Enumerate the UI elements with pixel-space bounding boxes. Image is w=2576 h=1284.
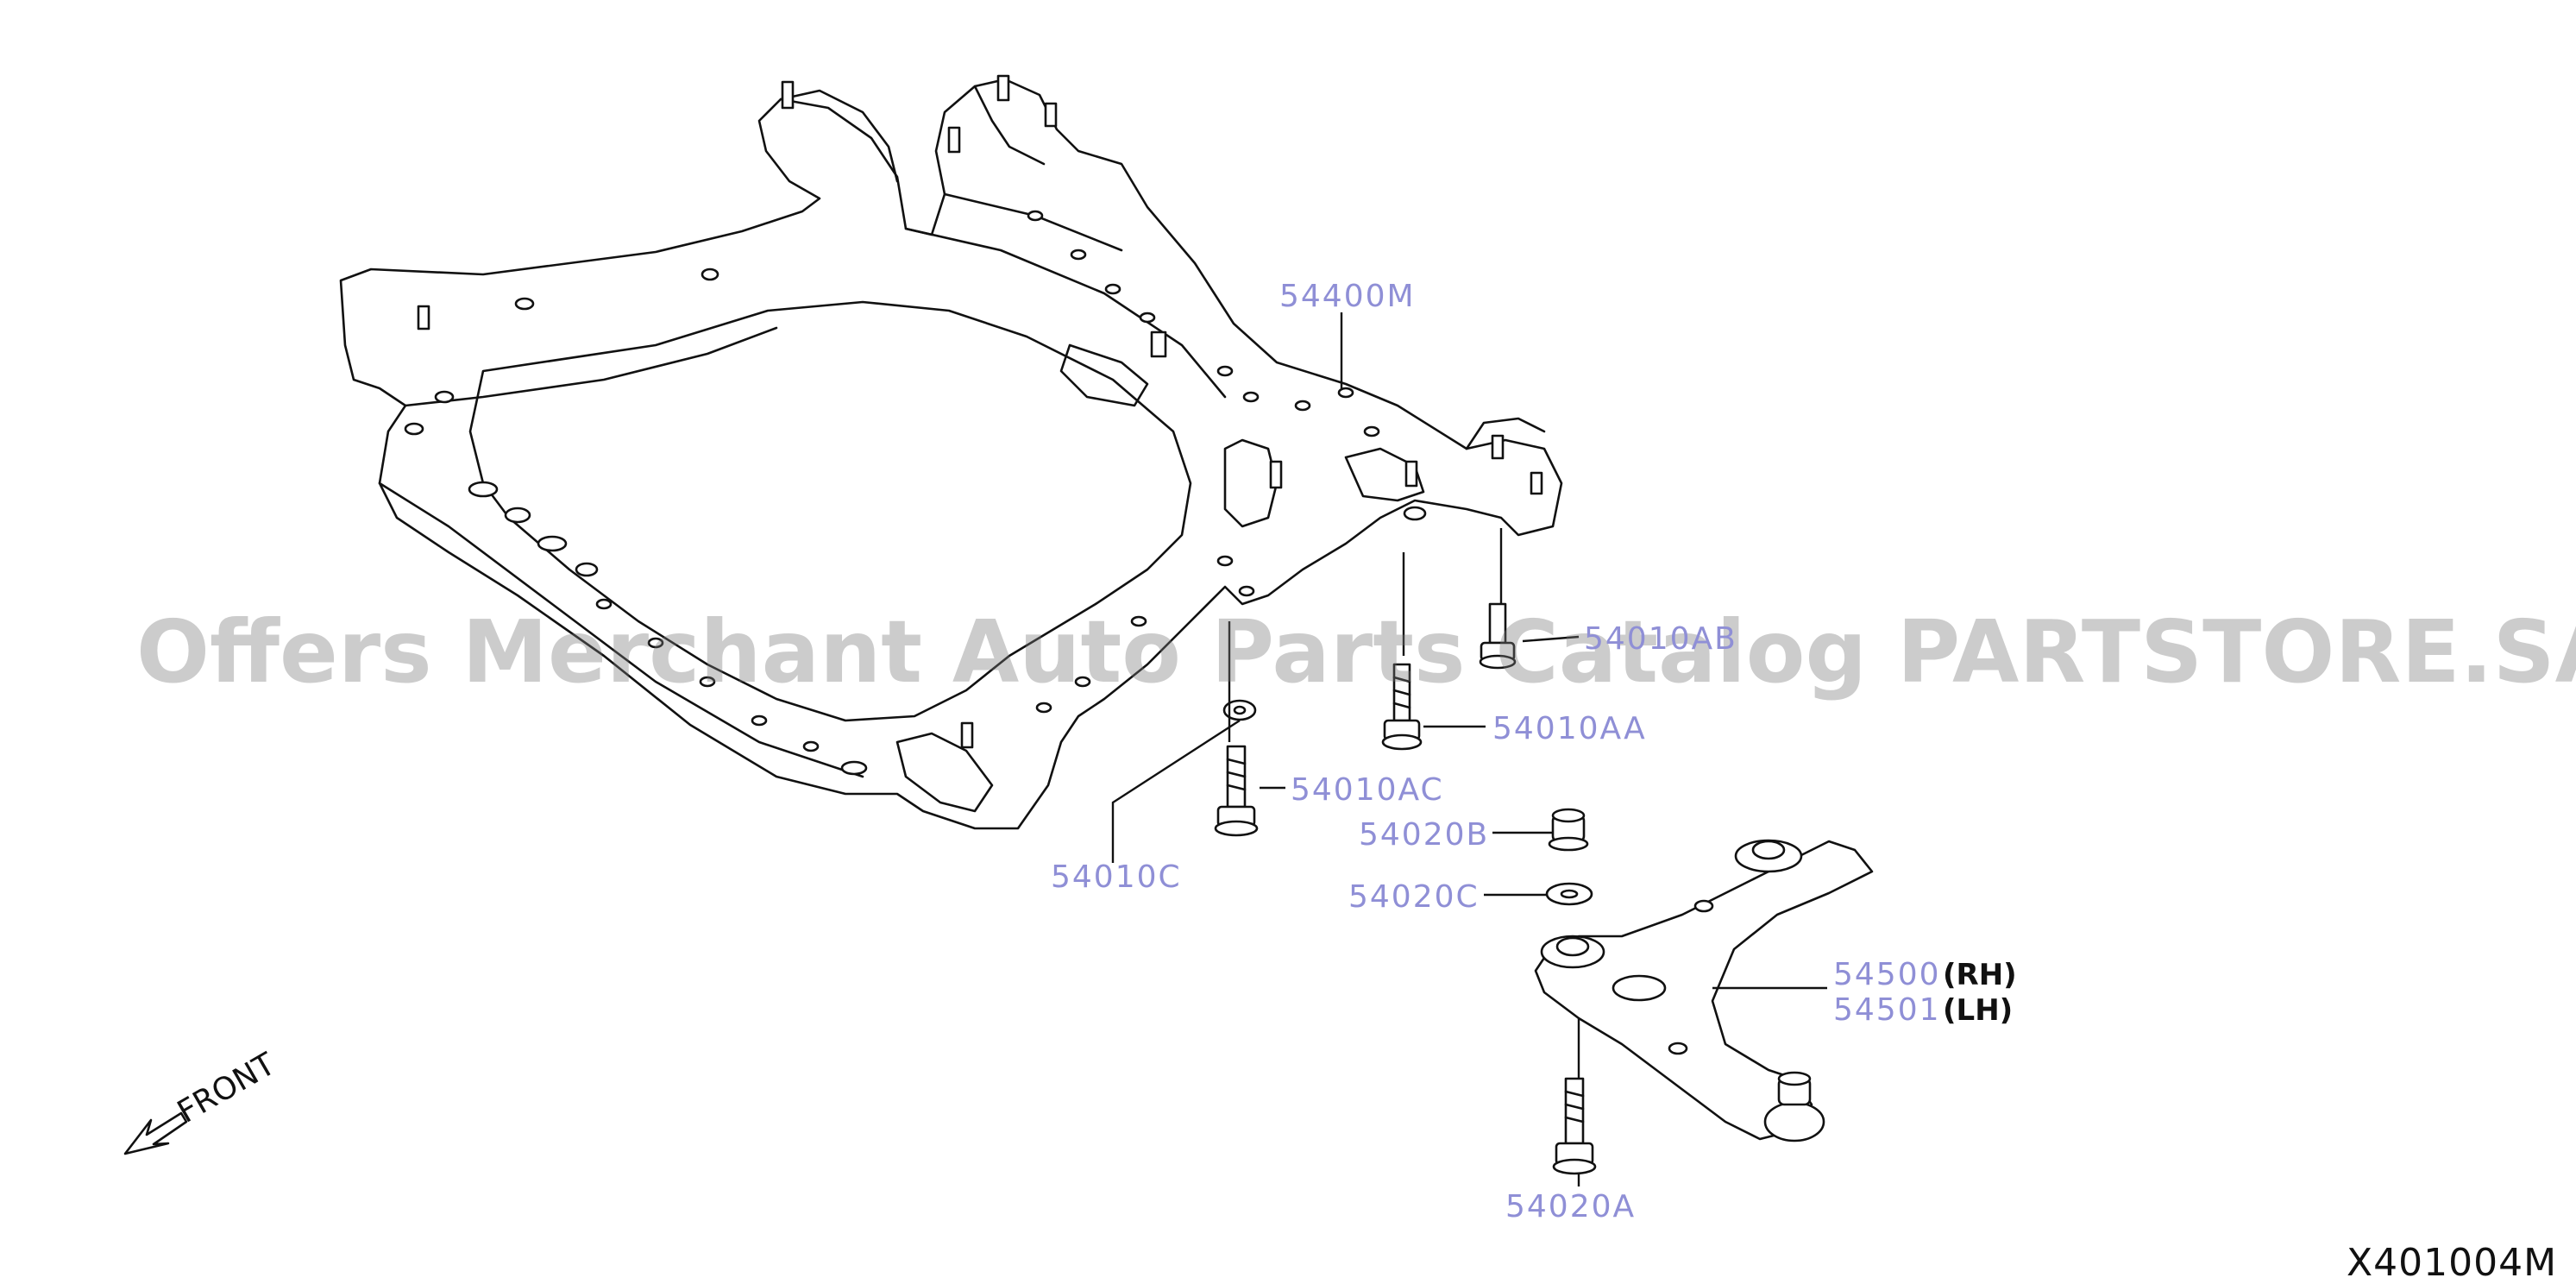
bolt-54010ac: [1214, 745, 1259, 837]
lower-control-arm: [1534, 839, 1874, 1142]
callout-54010c[interactable]: 54010C: [1051, 859, 1182, 895]
front-indicator: FRONT: [123, 1046, 282, 1155]
callout-54020c[interactable]: 54020C: [1348, 879, 1480, 915]
callout-54500[interactable]: 54500: [1833, 957, 1941, 992]
callout-54500-side: (RH): [1943, 958, 2017, 992]
callout-54501-side: (LH): [1943, 993, 2013, 1028]
callout-54010ac[interactable]: 54010AC: [1291, 772, 1444, 808]
callout-54010aa[interactable]: 54010AA: [1492, 711, 1647, 746]
bolt-54020a: [1552, 1077, 1597, 1175]
suspension-member: [339, 74, 1563, 830]
watermark: Offers Merchant Auto Parts Catalog PARTS…: [136, 601, 2576, 702]
leader-lines: [1111, 312, 1827, 1186]
front-label: FRONT: [172, 1046, 282, 1130]
callout-54020a[interactable]: 54020A: [1505, 1189, 1636, 1224]
washer-54010c: [1222, 699, 1257, 721]
callout-54020b[interactable]: 54020B: [1359, 817, 1489, 853]
nut-54020b: [1548, 808, 1589, 852]
diagram-code: X401004M: [2347, 1241, 2557, 1281]
bolt-54010aa: [1381, 663, 1423, 751]
callout-54010ab[interactable]: 54010AB: [1584, 621, 1737, 657]
callout-54501[interactable]: 54501: [1833, 992, 1941, 1028]
washer-54020c: [1545, 882, 1593, 906]
callout-54400m[interactable]: 54400M: [1279, 279, 1416, 314]
front-arrow-icon: [123, 1111, 188, 1155]
bolt-54010ab: [1479, 602, 1517, 670]
